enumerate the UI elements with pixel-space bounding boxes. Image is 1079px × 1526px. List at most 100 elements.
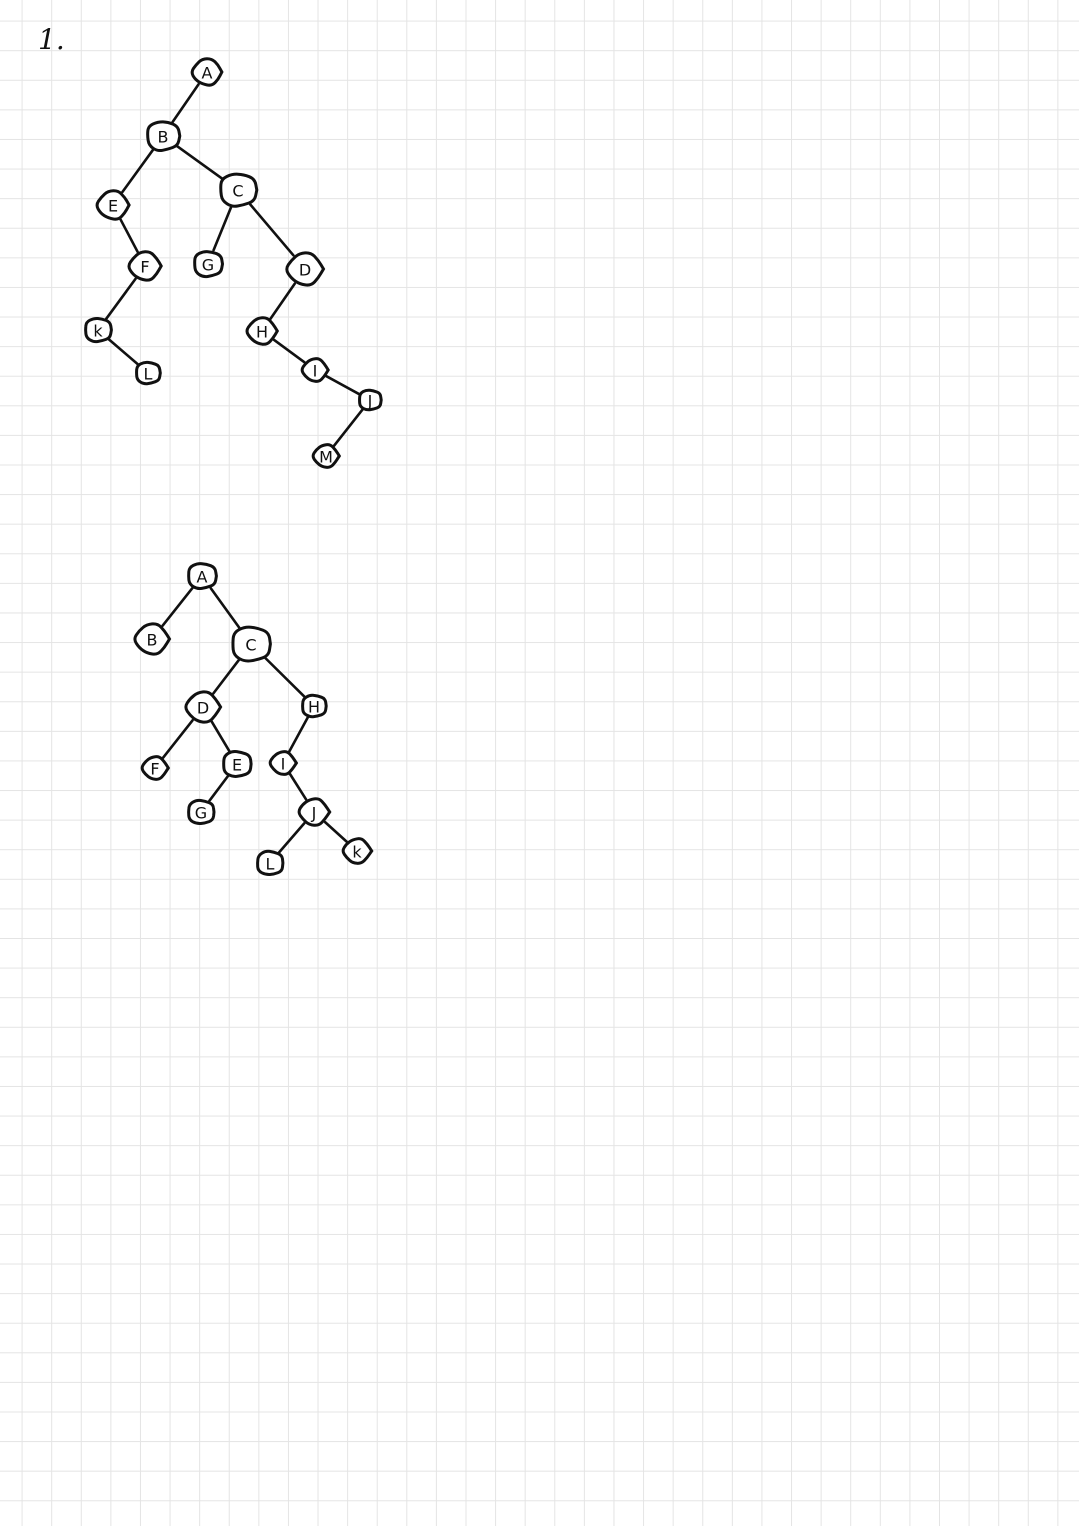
edge-b-c [175, 144, 224, 181]
edge-a-b [161, 586, 194, 628]
edge-i-j [288, 772, 308, 801]
tree-node-c: C [219, 172, 259, 208]
tree-node-d: D [184, 690, 223, 724]
edge-j-l [277, 822, 306, 854]
node-outline [285, 251, 326, 287]
edge-c-d [249, 203, 295, 257]
node-label: B [147, 631, 158, 650]
tree-node-f: F [127, 250, 163, 282]
node-label: C [232, 182, 243, 201]
node-label: C [245, 636, 256, 655]
tree-node-f: F [140, 755, 171, 781]
tree-node-h: H [245, 316, 280, 346]
node-label: L [144, 365, 153, 384]
node-label: A [197, 568, 208, 587]
node-outline [256, 849, 285, 877]
edge-d-h [269, 282, 297, 321]
tree-node-e: E [222, 749, 253, 778]
node-label: H [256, 323, 268, 342]
node-label: D [197, 699, 209, 718]
edge-d-f [161, 719, 194, 760]
node-outline [219, 172, 259, 208]
tree-node-g: G [187, 798, 216, 826]
tree-diagram-2: A B C D H F E I G J Lk [133, 562, 374, 877]
node-label: E [108, 197, 118, 216]
tree-node-k: k [84, 316, 113, 344]
node-outline [187, 798, 216, 826]
tree-node-i: I [268, 750, 299, 776]
node-label: F [150, 760, 159, 779]
tree-node-j: J [358, 388, 383, 412]
tree-diagram-1: A B E C F G Dk H L I J M [84, 57, 383, 469]
tree-node-b: B [146, 120, 182, 153]
node-outline [133, 622, 172, 656]
edge-h-i [272, 338, 306, 364]
node-label: I [313, 362, 318, 381]
tree1-nodes: A B E C F G Dk H L I J M [84, 57, 383, 469]
tree-node-e: E [95, 189, 131, 221]
node-label: M [319, 448, 333, 467]
tree-node-g: G [193, 250, 225, 279]
node-outline [231, 625, 272, 663]
node-label: A [202, 64, 213, 83]
edge-k-l [107, 337, 140, 366]
node-outline [341, 837, 374, 865]
node-label: I [281, 755, 286, 774]
node-outline [222, 749, 253, 778]
edge-c-d [212, 658, 241, 695]
node-outline [301, 693, 328, 719]
problem-number: 1. [38, 23, 65, 56]
node-outline [358, 388, 383, 412]
node-outline [268, 750, 299, 776]
tree-node-k: k [341, 837, 374, 865]
edge-f-k [105, 277, 137, 321]
edge-a-b [171, 83, 200, 124]
tree-node-l: L [256, 849, 285, 877]
node-label: D [299, 261, 311, 280]
node-label: k [93, 322, 103, 341]
edge-i-j [325, 374, 361, 396]
node-label: B [158, 128, 169, 147]
node-label: G [202, 256, 214, 275]
edge-h-i [287, 716, 310, 753]
tree-node-j: J [297, 797, 332, 827]
node-outline [146, 120, 182, 153]
node-outline [95, 189, 131, 221]
tree1-edges [105, 83, 364, 448]
tree-node-l: L [135, 360, 162, 386]
node-outline [127, 250, 163, 282]
tree-node-i: I [300, 357, 330, 383]
edge-j-k [323, 820, 348, 843]
edge-e-g [208, 774, 230, 803]
edge-c-h [263, 656, 307, 699]
tree2-nodes: A B C D H F E I G J Lk [133, 562, 374, 877]
node-label: E [232, 756, 242, 775]
node-outline [193, 250, 225, 279]
edge-c-g [212, 206, 233, 252]
node-label: G [195, 804, 207, 823]
node-outline [190, 57, 224, 87]
edge-a-c [209, 586, 241, 630]
node-outline [300, 357, 330, 383]
tree-node-m: M [311, 443, 342, 469]
node-outline [187, 562, 218, 591]
tree-node-a: A [187, 562, 218, 591]
tree-node-a: A [190, 57, 224, 87]
tree-node-d: D [285, 251, 326, 287]
node-label: k [352, 843, 362, 862]
node-outline [135, 360, 162, 386]
edge-b-e [121, 148, 155, 194]
node-label: L [266, 855, 275, 874]
node-outline [311, 443, 342, 469]
node-outline [140, 755, 171, 781]
node-outline [245, 316, 280, 346]
node-label: J [311, 804, 317, 823]
node-label: H [308, 698, 320, 717]
edge-j-m [332, 408, 364, 448]
edge-e-f [119, 217, 139, 254]
tree-node-c: C [231, 625, 272, 663]
tree2-edges [161, 586, 348, 854]
node-outline [84, 316, 113, 344]
